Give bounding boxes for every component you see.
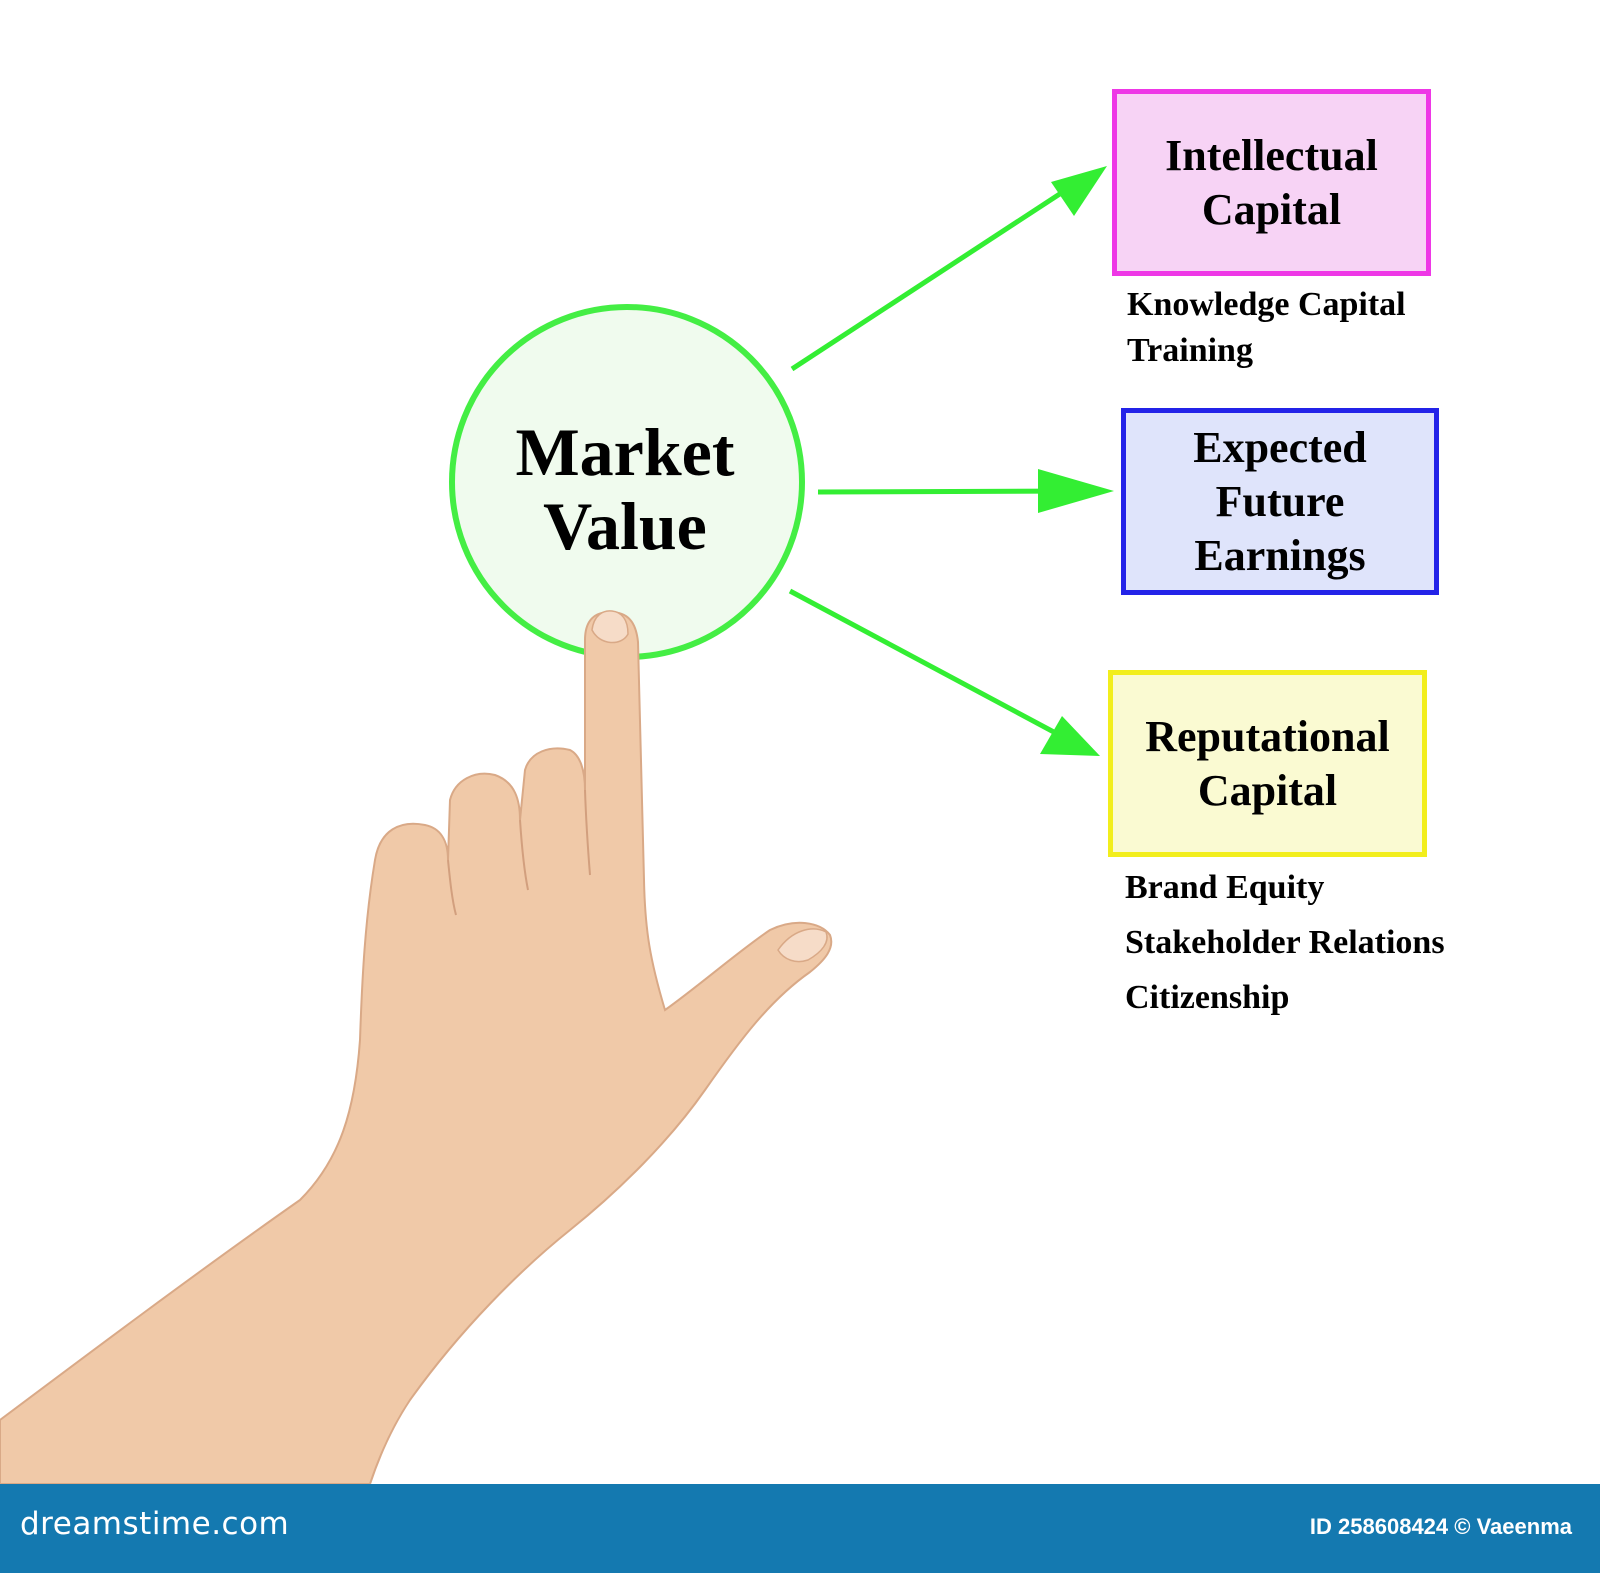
reputational-sub-list: Brand Equity Stakeholder Relations Citiz…: [1125, 860, 1445, 1025]
pointing-hand-image: [0, 610, 833, 1484]
box-label-line2: Capital: [1201, 184, 1342, 234]
sub-item-knowledge-capital: Knowledge Capital: [1127, 286, 1406, 323]
box-label-line2: Capital: [1197, 765, 1338, 815]
footer-image-id: ID 258608424 © Vaeenma: [1309, 1514, 1572, 1539]
box-label-line1: Intellectual: [1165, 130, 1378, 180]
box-label-line1: Reputational: [1145, 711, 1390, 761]
center-label-line2: Value: [543, 488, 707, 564]
arrow-to-reputational: [788, 588, 1100, 756]
arrow-to-intellectual: [790, 166, 1107, 372]
box-reputational-capital: Reputational Capital: [1108, 670, 1427, 857]
sub-item-brand-equity: Brand Equity: [1125, 869, 1325, 906]
arrow-to-expected: [817, 469, 1114, 513]
diagram-canvas: [0, 166, 1114, 1484]
footer-brand-logo[interactable]: dreamstime.com: [20, 1506, 290, 1542]
box-label-line3: Earnings: [1194, 530, 1366, 580]
center-label-line1: Market: [515, 414, 735, 490]
footer-bar: dreamstime.com ID 258608424 © Vaeenma: [0, 1484, 1600, 1573]
intellectual-sub-list: Knowledge Capital Training: [1127, 282, 1406, 374]
center-label: Market Value: [450, 415, 800, 563]
box-intellectual-capital: Intellectual Capital: [1112, 89, 1431, 276]
sub-item-citizenship: Citizenship: [1125, 979, 1290, 1016]
box-expected-future-earnings: Expected Future Earnings: [1121, 408, 1439, 595]
sub-item-stakeholder-relations: Stakeholder Relations: [1125, 924, 1445, 961]
box-label-line2: Future: [1215, 476, 1345, 526]
sub-item-training: Training: [1127, 332, 1253, 369]
box-label-line1: Expected: [1193, 422, 1367, 472]
